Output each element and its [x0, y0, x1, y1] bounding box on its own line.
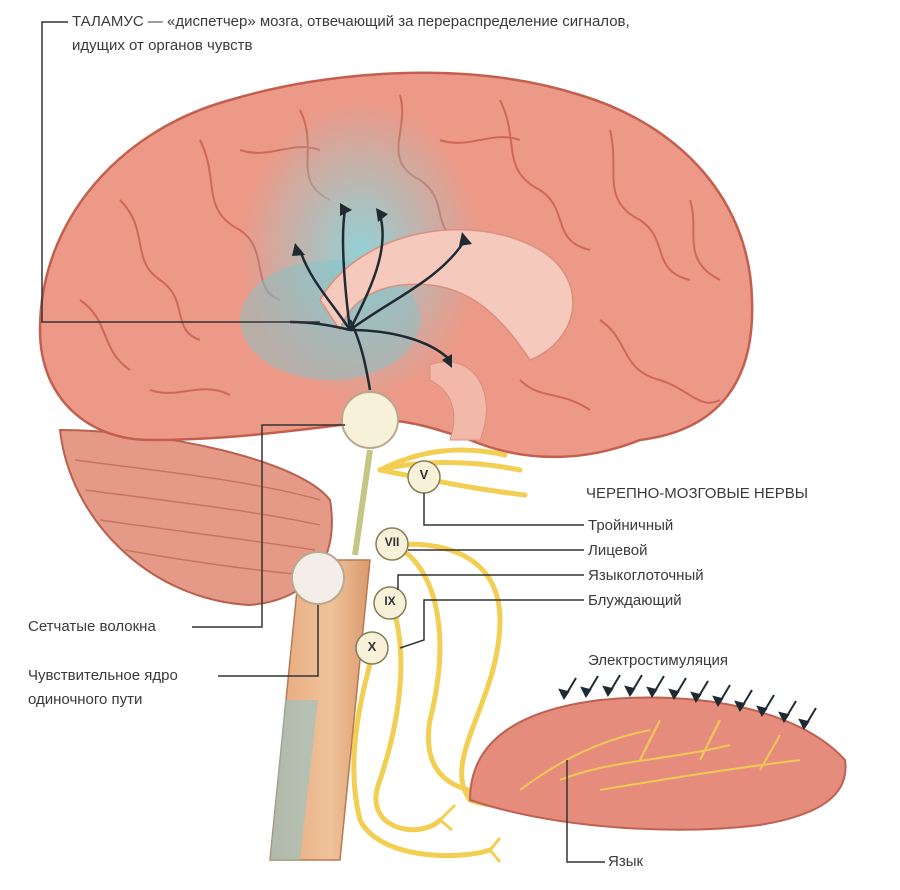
stimulation-arrow: [778, 700, 797, 723]
tongue-shape: [468, 696, 847, 831]
stimulation-arrows: [558, 674, 817, 730]
cranial-nerves-title: ЧЕРЕПНО-МОЗГОВЫЕ НЕРВЫ: [586, 485, 809, 502]
corpus-callosum: [319, 228, 574, 361]
solitary-nucleus-label-line1: Чувствительное ядро: [28, 667, 178, 684]
nucleus-circle: [291, 551, 345, 605]
nerve-circles: [355, 460, 441, 665]
nerve-trigeminal-label: Тройничный: [588, 517, 674, 534]
electrostimulation-label: Электростимуляция: [588, 652, 729, 669]
stimulation-arrow: [558, 677, 577, 700]
leader-lines: [41, 21, 605, 863]
thalamus-caption-line1: ТАЛАМУС — «диспетчер» мозга, отвечающий …: [72, 13, 630, 30]
stimulation-arrow: [646, 675, 665, 698]
reticular-fibers-label: Сетчатые волокна: [28, 618, 156, 635]
stimulation-arrow: [690, 680, 709, 703]
stimulation-arrow: [798, 707, 817, 730]
nerve-x-numeral: X: [367, 639, 377, 654]
nerve-glossopharyngeal-label: Языкоглоточный: [588, 567, 704, 584]
nerve-ix-numeral: IX: [384, 594, 396, 608]
stimulation-arrow: [624, 674, 643, 697]
stimulation-arrow: [602, 674, 621, 697]
spinal-cord-blue: [270, 700, 318, 860]
solitary-nucleus-label-line2: одиночного пути: [28, 691, 143, 708]
nerve-vii-numeral: VII: [384, 535, 400, 549]
nerve-facial-label: Лицевой: [588, 542, 648, 559]
stimulation-arrow: [756, 694, 775, 717]
stimulation-arrow: [712, 684, 731, 707]
stimulation-arrow: [668, 677, 687, 700]
tongue-label: Язык: [608, 853, 644, 870]
nerve-v-numeral: V: [419, 467, 429, 482]
nerve-vagus-label: Блуждающий: [588, 592, 682, 609]
stimulation-arrow: [734, 689, 753, 712]
stimulation-arrow: [580, 675, 599, 698]
thalamus-caption-line2: идущих от органов чувств: [72, 37, 253, 54]
thalamus-circle: [341, 391, 399, 449]
thalamus-glow: [240, 100, 480, 400]
